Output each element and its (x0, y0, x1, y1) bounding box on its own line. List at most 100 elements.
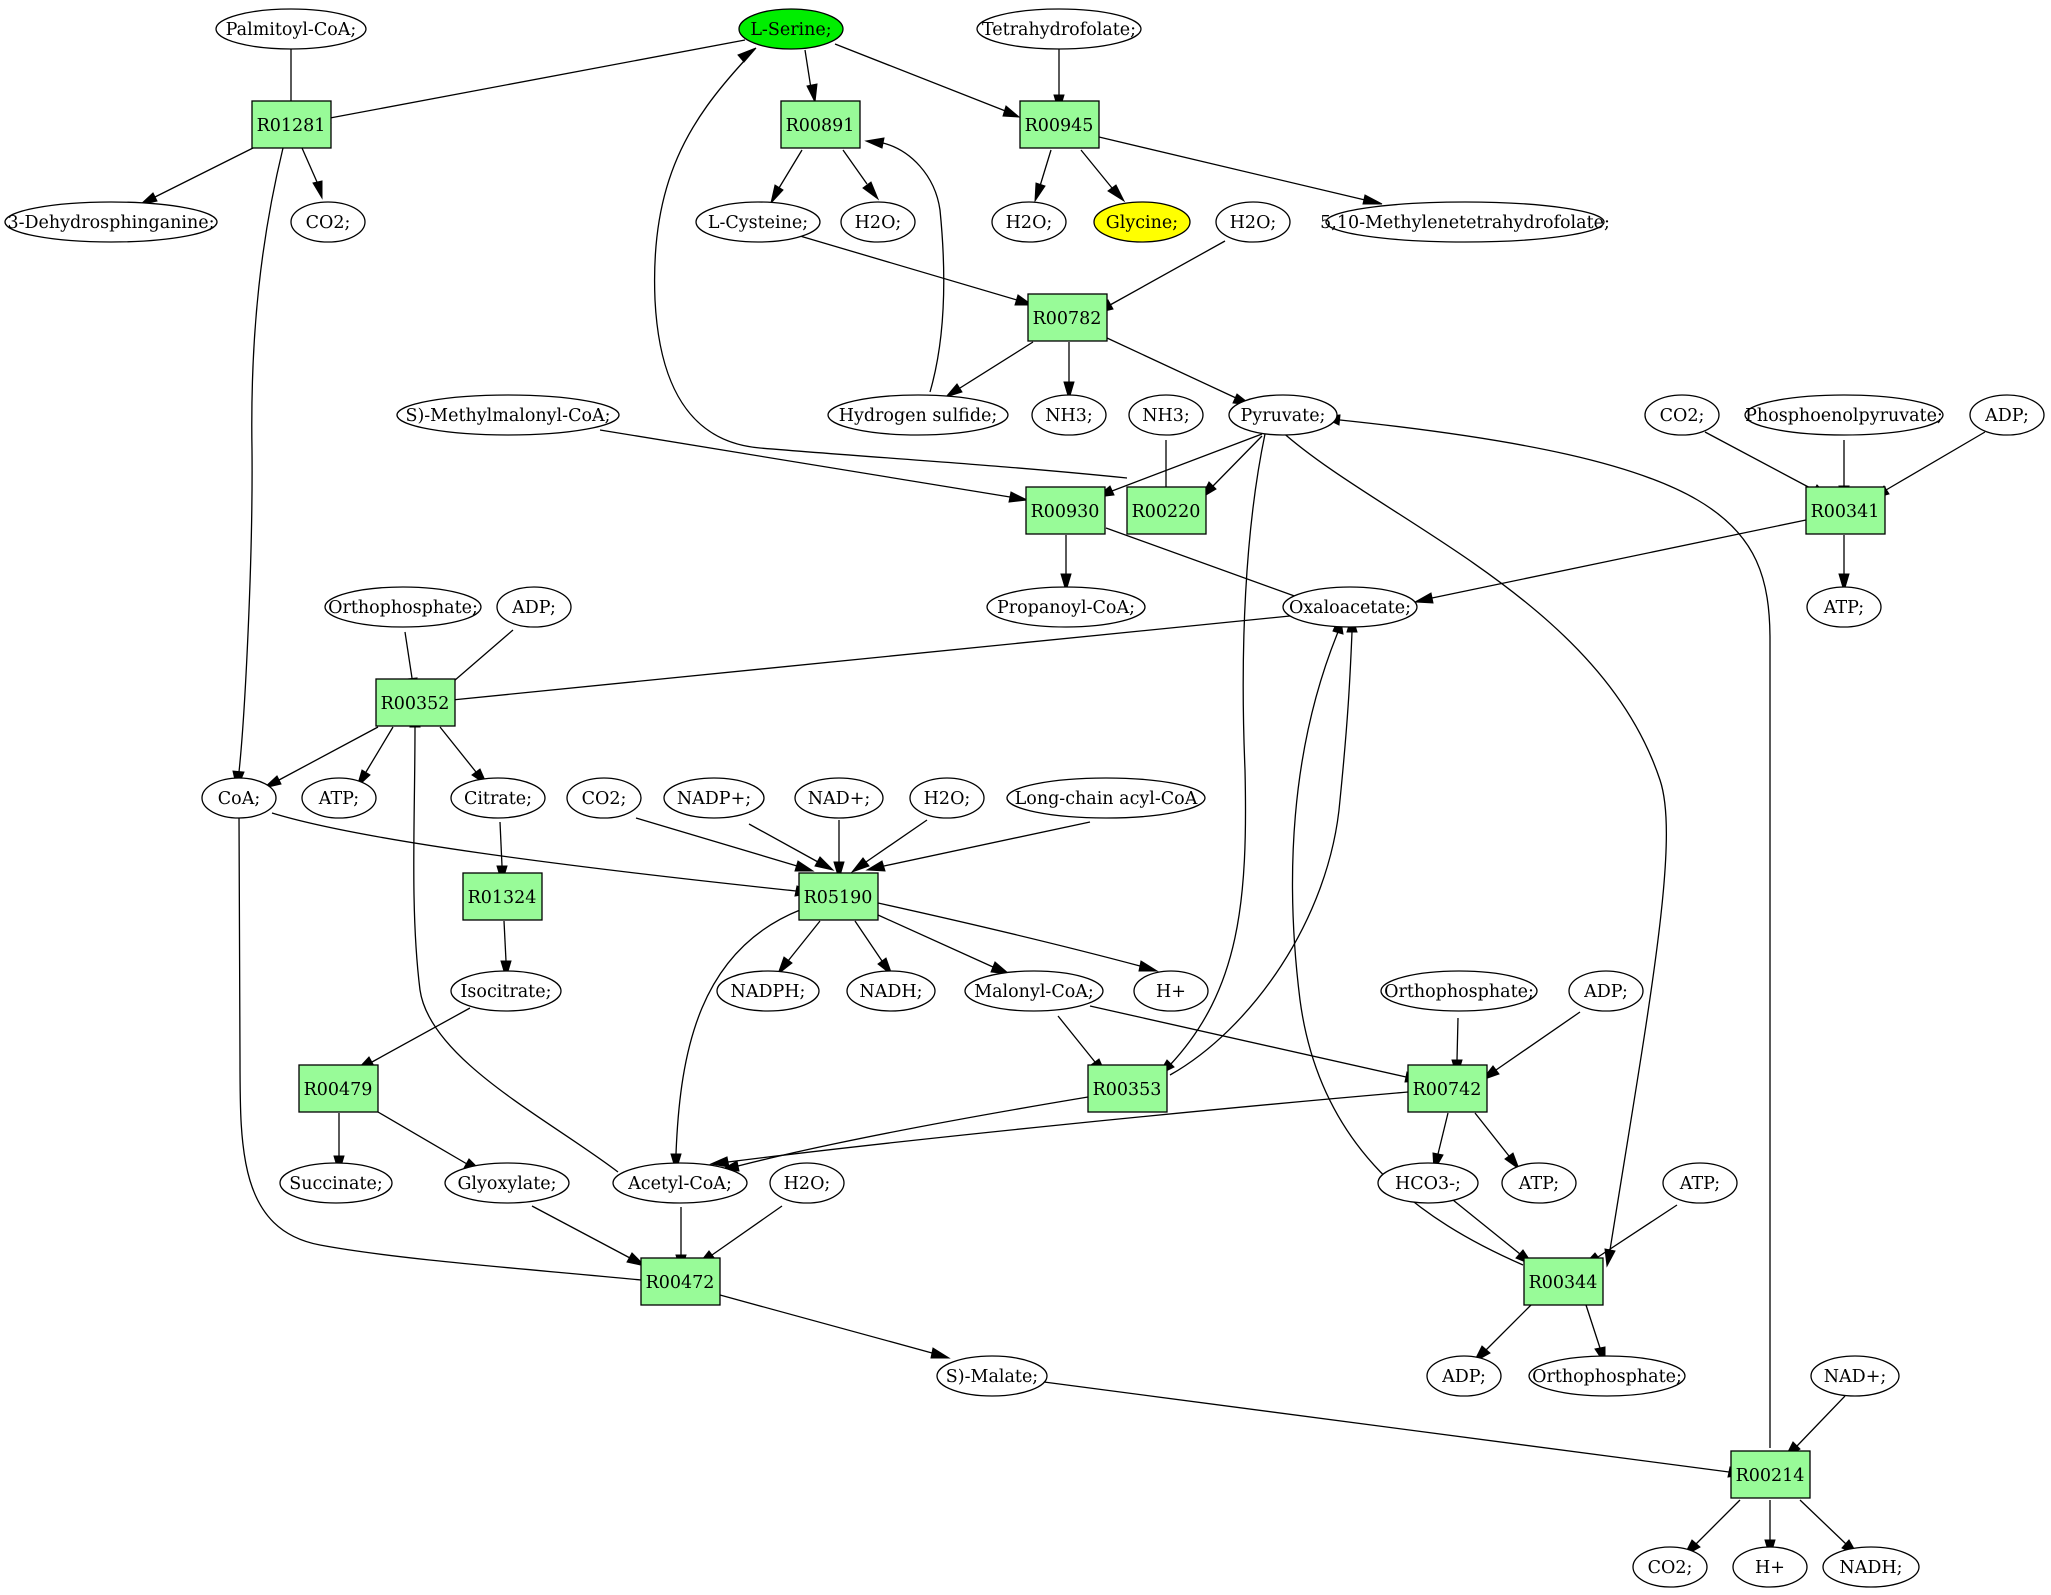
edge-R05190-to-acetylcoa (675, 909, 801, 1155)
edge-adp-to-R00341 (1885, 431, 1986, 491)
metabolite-label: ATP; (1679, 1174, 1720, 1194)
metabolite-label: NADH; (859, 982, 922, 1002)
metabolite-node[interactable]: NAD+; (794, 777, 884, 819)
metabolite-node[interactable]: CO2; (566, 777, 642, 819)
edge-R00782-to-hydrogen-sulfide (959, 341, 1034, 389)
metabolite-node[interactable]: ADP; (496, 586, 572, 628)
metabolite-label: NADPH; (731, 982, 806, 1002)
metabolite-label: Pyruvate; (1241, 406, 1326, 426)
reaction-node-R00214[interactable]: R00214 (1730, 1450, 1811, 1499)
metabolite-node[interactable]: Pyruvate; (1228, 394, 1338, 436)
metabolite-node[interactable]: NADH; (1822, 1546, 1920, 1588)
reaction-node-R00352[interactable]: R00352 (375, 678, 456, 727)
metabolite-node[interactable]: H2O; (991, 201, 1067, 243)
metabolite-node[interactable]: H2O; (769, 1162, 845, 1204)
metabolite-node[interactable]: Hydrogen sulfide; (827, 394, 1009, 436)
metabolite-node[interactable]: Long-chain acyl-CoA (1006, 777, 1206, 819)
metabolite-node[interactable]: S)-Malate; (936, 1355, 1048, 1397)
metabolite-node[interactable]: H2O; (909, 777, 985, 819)
metabolite-node[interactable]: H2O; (840, 201, 916, 243)
reaction-node-R00782[interactable]: R00782 (1027, 293, 1108, 342)
metabolite-node[interactable]: S)-Methylmalonyl-CoA; (396, 394, 620, 436)
reaction-node-R00220[interactable]: R00220 (1126, 486, 1207, 535)
edge-R00344-to-orthophosphate (1585, 1304, 1601, 1349)
metabolite-node[interactable]: Orthophosphate; (324, 586, 482, 628)
metabolite-node[interactable]: CO2; (290, 201, 366, 243)
reaction-node-R01324[interactable]: R01324 (462, 872, 543, 921)
edge-R00214-to-pyruvate (1339, 419, 1771, 1449)
metabolite-node[interactable]: HCO3-; (1377, 1162, 1479, 1204)
reaction-node-R05190[interactable]: R05190 (798, 872, 879, 921)
metabolite-label: Glycine; (1106, 213, 1178, 233)
edge-R00353-to-oxaloacetate (1169, 631, 1353, 1076)
metabolite-node[interactable]: Citrate; (450, 777, 546, 819)
arrowhead (944, 383, 963, 398)
metabolite-node[interactable]: NH3; (1128, 394, 1204, 436)
metabolite-node[interactable]: Malonyl-CoA; (964, 970, 1104, 1012)
metabolite-label: ATP; (1823, 598, 1864, 618)
metabolite-node[interactable]: NADH; (846, 970, 936, 1012)
reaction-node-R00930[interactable]: R00930 (1025, 486, 1106, 535)
metabolite-label: H2O; (924, 789, 971, 809)
edge-R00891-to-cysteine (778, 149, 803, 189)
arrowhead (806, 83, 818, 104)
metabolite-node[interactable]: L-Cysteine; (695, 201, 821, 243)
metabolite-node[interactable]: ATP; (1806, 586, 1882, 628)
edge-malonyl-to-R00742 (1089, 1005, 1407, 1078)
metabolite-node[interactable]: 3-Dehydrosphinganine; (4, 201, 218, 243)
metabolite-label: Malonyl-CoA; (974, 982, 1094, 1002)
edge-h2o-to-R00472 (711, 1205, 783, 1256)
metabolite-node[interactable]: NADP+; (663, 777, 765, 819)
metabolite-node[interactable]: L-Serine; (738, 8, 844, 50)
metabolite-label: CO2; (1660, 406, 1705, 426)
metabolite-node[interactable]: H+ (1133, 970, 1209, 1012)
metabolite-node[interactable]: 5,10-Methylenetetrahydrofolate; (1320, 201, 1610, 243)
edge-R01281-to-coa (238, 147, 284, 773)
metabolite-node[interactable]: Oxaloacetate; (1282, 586, 1418, 628)
reaction-node-R00891[interactable]: R00891 (780, 100, 861, 149)
edge-citrate-to-R01324 (499, 821, 503, 867)
metabolite-node[interactable]: NH3; (1031, 394, 1107, 436)
metabolite-node[interactable]: Succinate; (279, 1162, 393, 1204)
metabolite-node[interactable]: NAD+; (1810, 1355, 1900, 1397)
reaction-node-R00479[interactable]: R00479 (298, 1064, 379, 1113)
reaction-node-R00945[interactable]: R00945 (1019, 100, 1100, 149)
metabolite-node[interactable]: Glyoxylate; (444, 1162, 570, 1204)
metabolite-label: Orthophosphate; (1384, 982, 1534, 1002)
reaction-node-R01281[interactable]: R01281 (251, 100, 332, 149)
reaction-node-R00344[interactable]: R00344 (1523, 1257, 1604, 1306)
metabolite-node[interactable]: NADPH; (716, 970, 820, 1012)
reaction-node-R00472[interactable]: R00472 (640, 1257, 721, 1306)
metabolite-node[interactable]: Orthophosphate; (1528, 1355, 1686, 1397)
metabolite-node[interactable]: ATP; (301, 777, 377, 819)
metabolite-node[interactable]: ADP; (1969, 394, 2045, 436)
metabolite-label: Oxaloacetate; (1289, 598, 1411, 618)
arrowhead (1413, 592, 1434, 604)
edge-R00352-to-citrate (439, 726, 477, 773)
reaction-node-R00353[interactable]: R00353 (1087, 1064, 1168, 1113)
metabolite-node[interactable]: H2O; (1215, 201, 1291, 243)
metabolite-node[interactable]: ATP; (1501, 1162, 1577, 1204)
metabolite-node[interactable]: ADP; (1568, 970, 1644, 1012)
reaction-node-R00742[interactable]: R00742 (1407, 1064, 1488, 1113)
metabolite-node[interactable]: H+ (1732, 1546, 1808, 1588)
metabolite-node[interactable]: Orthophosphate; (1380, 970, 1538, 1012)
metabolite-node[interactable]: Phosphoenolpyruvate; (1744, 394, 1944, 436)
metabolite-node[interactable]: ADP; (1426, 1355, 1502, 1397)
metabolite-node[interactable]: Glycine; (1093, 201, 1191, 243)
edge-glyoxylate-to-R00472 (531, 1205, 631, 1259)
metabolite-node[interactable]: CoA; (201, 777, 277, 819)
metabolite-node[interactable]: CO2; (1644, 394, 1720, 436)
edge-hco3-to-R00344 (1452, 1199, 1521, 1255)
edge-R00930-to-oxaloacetate (1105, 527, 1301, 599)
metabolite-node[interactable]: Acetyl-CoA; (612, 1162, 748, 1204)
edge-smalate-to-R00214 (1043, 1381, 1730, 1473)
metabolite-node[interactable]: Isocitrate; (450, 970, 562, 1012)
edge-R00344-to-adp (1485, 1304, 1532, 1351)
metabolite-node[interactable]: ATP; (1662, 1162, 1738, 1204)
metabolite-node[interactable]: CO2; (1632, 1546, 1708, 1588)
metabolite-node[interactable]: Palmitoyl-CoA; (215, 8, 367, 50)
metabolite-node[interactable]: Propanoyl-CoA; (986, 586, 1146, 628)
metabolite-node[interactable]: Tetrahydrofolate; (976, 8, 1142, 50)
reaction-node-R00341[interactable]: R00341 (1805, 486, 1886, 535)
